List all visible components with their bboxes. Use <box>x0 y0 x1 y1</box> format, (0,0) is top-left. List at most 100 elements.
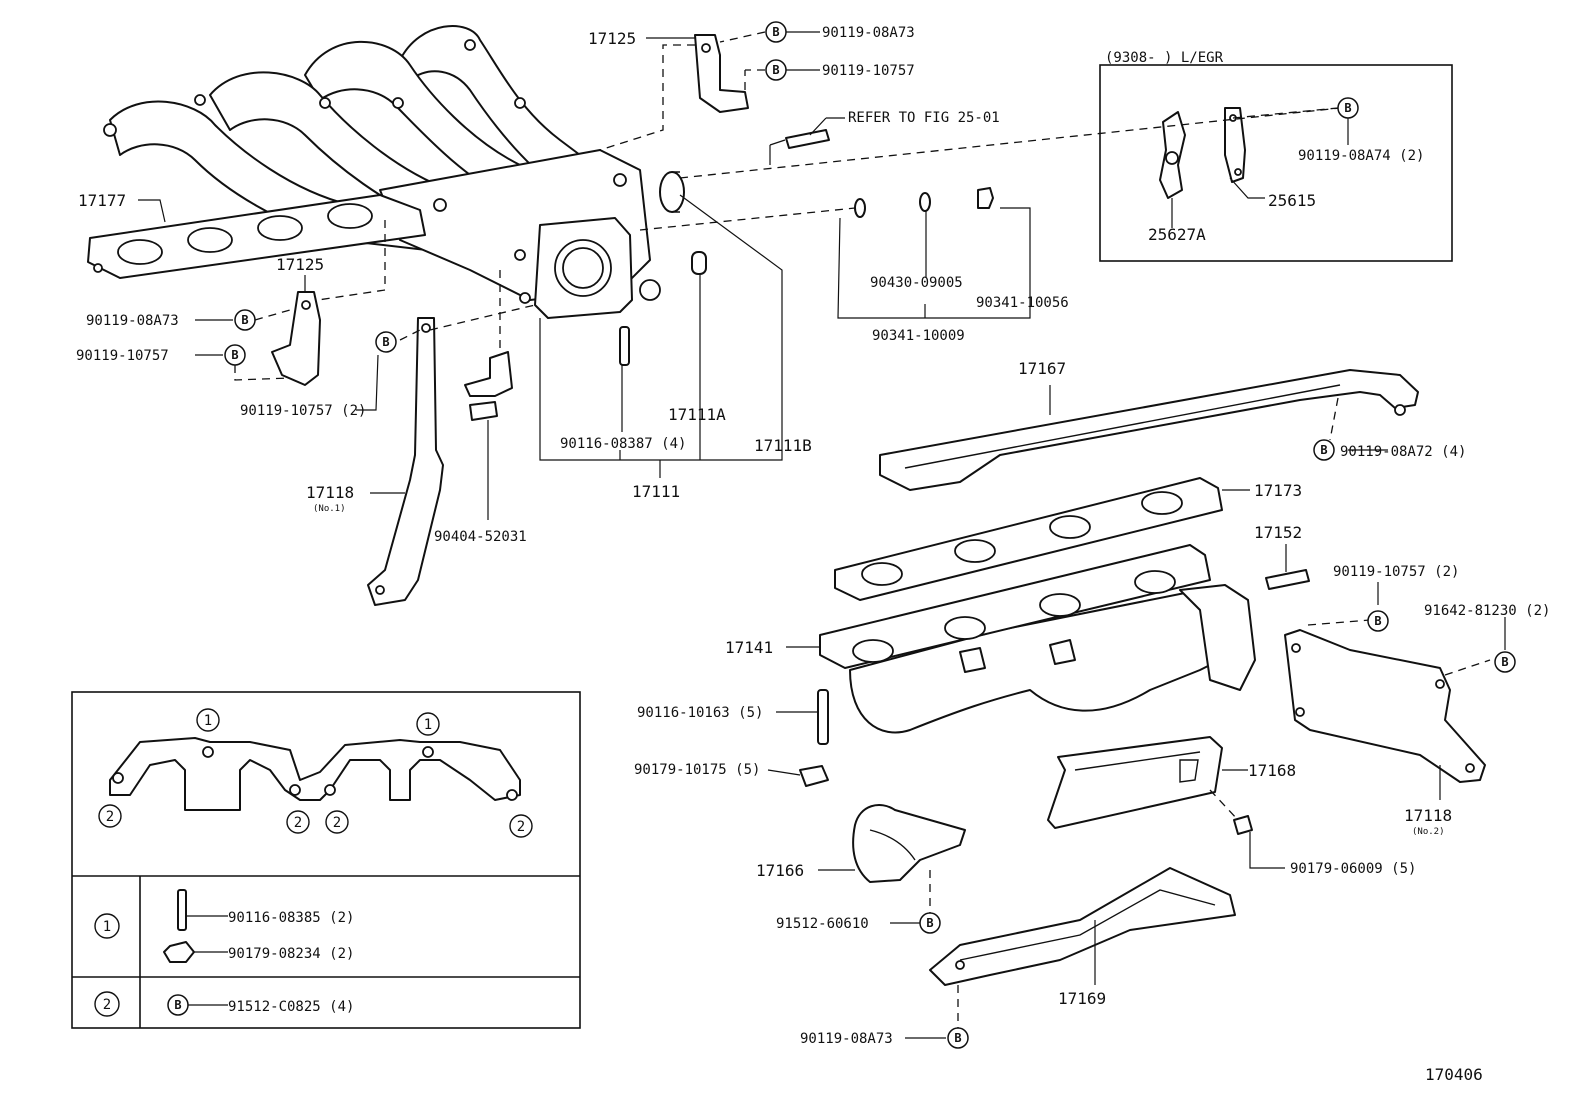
legend-callout-2b: 2 <box>286 810 310 834</box>
label-90179-06009: 90179-06009 (5) <box>1290 861 1416 877</box>
label-17111: 17111 <box>632 482 680 501</box>
label-90179-10175: 90179-10175 (5) <box>634 762 760 778</box>
label-17177: 17177 <box>78 191 126 210</box>
svg-text:B: B <box>382 335 389 349</box>
label-17166: 17166 <box>756 861 804 880</box>
bracket-17125-left <box>271 291 321 386</box>
stud-90116-10163 <box>817 689 829 745</box>
label-17118-no2-sub: (No.2) <box>1412 827 1445 837</box>
figure-code: 170406 <box>1425 1065 1483 1084</box>
bolt-marker-top2: B <box>765 59 787 81</box>
label-90119-08A73-top: 90119-08A73 <box>822 25 915 41</box>
manifold-stay-17118-no2 <box>1284 629 1486 783</box>
bolt-marker-egr: B <box>1337 97 1359 119</box>
legend-row1-key: 1 <box>94 913 120 939</box>
svg-text:B: B <box>772 63 779 77</box>
svg-text:B: B <box>1374 614 1381 628</box>
label-90119-08A72: 90119-08A72 (4) <box>1340 444 1466 460</box>
svg-text:2: 2 <box>106 809 114 825</box>
stud-90116-08387 <box>619 326 630 366</box>
label-17152: 17152 <box>1254 523 1302 542</box>
exhaust-manifold-17141 <box>819 544 1256 734</box>
intake-gasket-17177 <box>87 194 426 279</box>
bolt-marker-top1: B <box>765 21 787 43</box>
bolt-marker-left2: B <box>224 344 246 366</box>
label-25615: 25615 <box>1268 191 1316 210</box>
svg-text:B: B <box>174 998 181 1012</box>
legend-callout-1b: 1 <box>416 712 440 736</box>
legend-callout-2c: 2 <box>325 810 349 834</box>
svg-text:1: 1 <box>204 713 212 729</box>
heat-insulator-17166 <box>852 804 966 883</box>
legend-stud-icon <box>177 889 187 931</box>
svg-text:B: B <box>926 916 933 930</box>
svg-text:B: B <box>231 348 238 362</box>
label-refer-fig: REFER TO FIG 25-01 <box>848 110 1000 126</box>
label-17111B: 17111B <box>754 436 812 455</box>
label-90119-08A74: 90119-08A74 (2) <box>1298 148 1424 164</box>
svg-text:2: 2 <box>517 819 525 835</box>
rings-90341-90430 <box>854 187 994 218</box>
bolt-marker-17166: B <box>919 912 941 934</box>
legend-callout-2d: 2 <box>509 814 533 838</box>
label-90341-10009: 90341-10009 <box>872 328 965 344</box>
label-90119-10757-top: 90119-10757 <box>822 63 915 79</box>
label-91642-81230: 91642-81230 (2) <box>1424 603 1550 619</box>
legend-bolt-marker: B <box>167 994 189 1016</box>
legend-row2-part: 91512-C0825 (4) <box>228 999 354 1015</box>
legend-row2-key: 2 <box>94 991 120 1017</box>
heat-insulator-17168 <box>1047 736 1223 829</box>
plug-17111B <box>659 171 685 213</box>
svg-text:B: B <box>1501 655 1508 669</box>
label-17118-no1: 17118 <box>306 483 354 502</box>
nut-90179-10175 <box>799 765 829 787</box>
label-17141: 17141 <box>725 638 773 657</box>
legend-callout-2a: 2 <box>98 804 122 828</box>
bolt-marker-insulator: B <box>1313 439 1335 461</box>
heat-insulator-17169 <box>929 867 1236 986</box>
part-labels: 17125 90119-08A73 90119-10757 REFER TO F… <box>76 25 1550 1084</box>
bolt-marker-left3: B <box>375 331 397 353</box>
label-90341-10056: 90341-10056 <box>976 295 1069 311</box>
svg-text:B: B <box>1320 443 1327 457</box>
bolt-marker-right1: B <box>1367 610 1389 632</box>
bolt-marker-right2: B <box>1494 651 1516 673</box>
svg-text:B: B <box>772 25 779 39</box>
label-17167: 17167 <box>1018 359 1066 378</box>
exhaust-gasket-17173 <box>834 477 1223 601</box>
legend-row1-part-b: 90179-08234 (2) <box>228 946 354 962</box>
label-17168: 17168 <box>1248 761 1296 780</box>
label-90116-08387: 90116-08387 (4) <box>560 436 686 452</box>
stud-refer-fig <box>785 129 830 149</box>
bolt-marker-left1: B <box>234 309 256 331</box>
heat-insulator-17167 <box>879 369 1419 491</box>
label-17111A: 17111A <box>668 405 726 424</box>
bracket-17125-top <box>694 34 749 113</box>
leader-lines <box>138 31 1506 1039</box>
label-90119-10757-left: 90119-10757 <box>76 348 169 364</box>
legend-box: 1 1 2 2 2 2 1 90116-08385 (2) <box>71 691 581 1029</box>
assembly-lines <box>234 31 1491 1030</box>
label-90119-08A73-bottom: 90119-08A73 <box>800 1031 893 1047</box>
svg-text:1: 1 <box>103 919 111 935</box>
svg-text:1: 1 <box>424 717 432 733</box>
label-90119-08A73-left: 90119-08A73 <box>86 313 179 329</box>
label-90430-09005: 90430-09005 <box>870 275 963 291</box>
svg-text:B: B <box>241 313 248 327</box>
svg-text:2: 2 <box>294 815 302 831</box>
label-91512-60610: 91512-60610 <box>776 916 869 932</box>
legend-row1-part-a: 90116-08385 (2) <box>228 910 354 926</box>
label-17118-no2: 17118 <box>1404 806 1452 825</box>
svg-text:B: B <box>954 1031 961 1045</box>
label-90119-10757-2-left: 90119-10757 (2) <box>240 403 366 419</box>
legend-callout-1a: 1 <box>196 708 220 732</box>
manifold-stay-17118-no1 <box>367 317 444 606</box>
label-90404-52031: 90404-52031 <box>434 529 527 545</box>
bolt-marker-bottom: B <box>947 1027 969 1049</box>
svg-text:2: 2 <box>103 997 111 1013</box>
svg-text:2: 2 <box>333 815 341 831</box>
label-17125-left: 17125 <box>276 255 324 274</box>
legend-nut-icon <box>163 941 195 963</box>
egr-box-title: (9308- ) L/EGR <box>1105 50 1224 66</box>
